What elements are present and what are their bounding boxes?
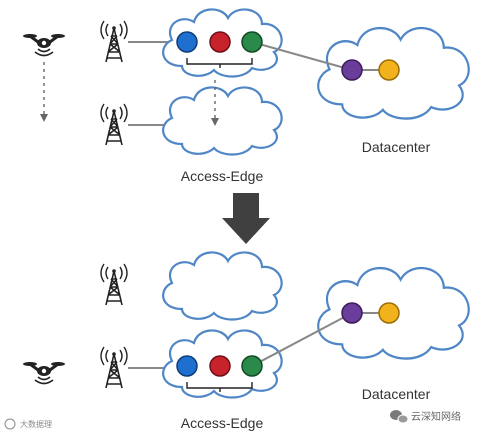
cell-tower-icon	[100, 263, 128, 306]
node-purple	[341, 302, 363, 324]
node-purple	[341, 59, 363, 81]
cell-tower-icon	[100, 346, 128, 389]
node-red	[209, 31, 231, 53]
top-scenario: Access-Edge Datacenter	[21, 8, 470, 184]
node-green	[241, 31, 263, 53]
migration-arrowhead	[211, 118, 219, 126]
cell-tower-icon	[100, 20, 128, 63]
edge-cloud	[162, 86, 283, 156]
access-edge-label: Access-Edge	[181, 168, 264, 184]
transition-arrow	[222, 193, 270, 244]
watermark-right: 云深知网络	[390, 410, 461, 424]
node-orange	[378, 59, 400, 81]
drone-icon	[21, 360, 67, 385]
weibo-icon	[4, 418, 16, 430]
node-blue	[176, 31, 198, 53]
edge-to-dc-link	[251, 312, 353, 367]
watermark-left: 大数据理	[4, 418, 52, 430]
node-red	[209, 355, 231, 377]
drone-move-arrowhead	[40, 114, 48, 122]
watermark-right-text: 云深知网络	[411, 410, 461, 423]
datacenter-label: Datacenter	[362, 386, 431, 402]
watermark-left-text: 大数据理	[20, 419, 52, 429]
node-blue	[176, 355, 198, 377]
node-green	[241, 355, 263, 377]
wechat-icon	[390, 410, 409, 424]
edge-cloud	[162, 251, 283, 321]
drone-icon	[21, 32, 67, 57]
cell-tower-icon	[100, 103, 128, 146]
node-orange	[378, 302, 400, 324]
datacenter-label: Datacenter	[362, 139, 431, 155]
bottom-scenario: Access-Edge Datacenter	[21, 251, 470, 431]
access-edge-label: Access-Edge	[181, 415, 264, 431]
edge-to-dc-link	[251, 41, 353, 71]
